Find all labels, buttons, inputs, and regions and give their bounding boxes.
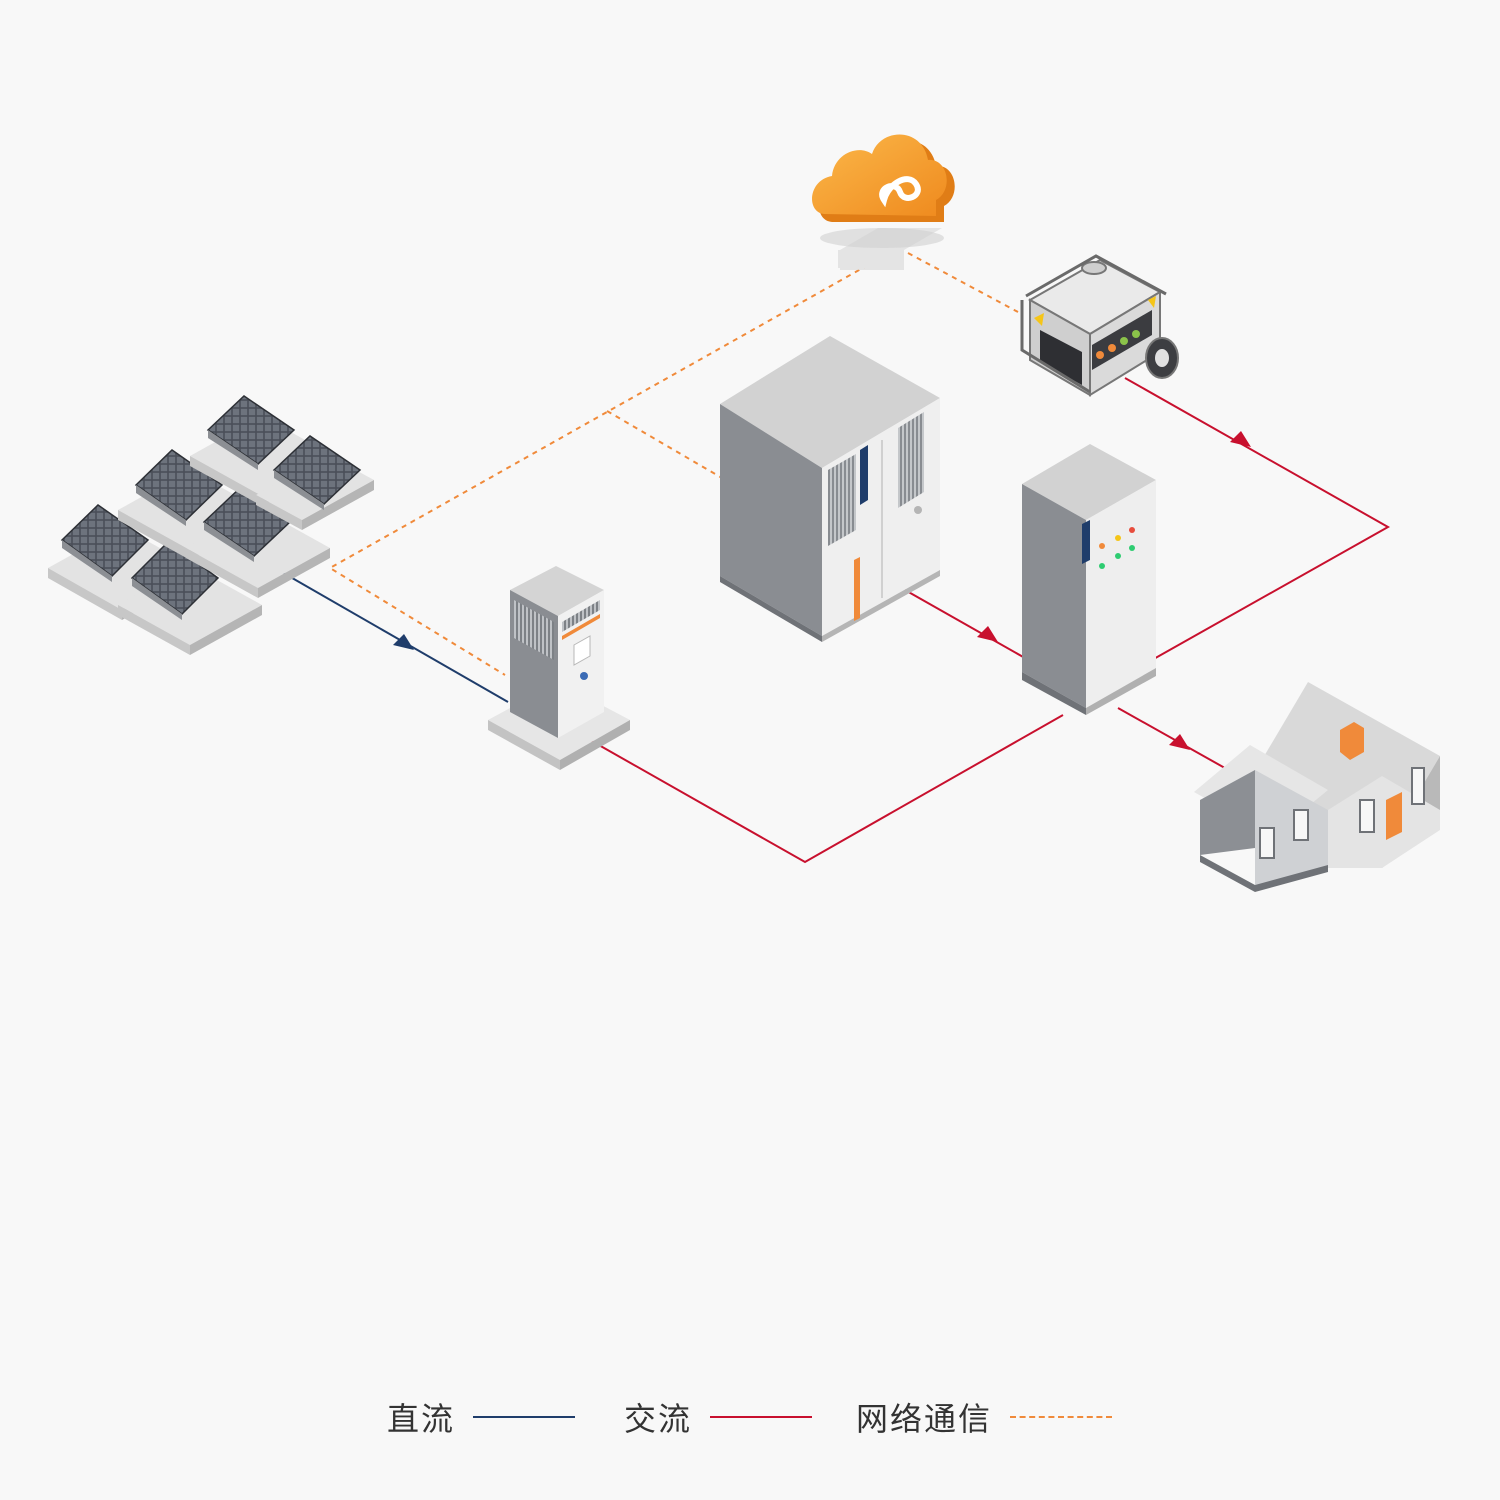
- energy-storage-cabinet-icon: [720, 336, 940, 642]
- legend-network-label: 网络通信: [856, 1400, 993, 1438]
- dc-arrow: [393, 634, 414, 650]
- legend-ac-label: 交流: [624, 1400, 693, 1438]
- ac-arrow-generator: [1230, 431, 1251, 447]
- ac-line-storage: [904, 589, 1033, 663]
- ac-arrow-storage: [977, 626, 998, 642]
- pv-inverter-cabinet-icon: [488, 566, 630, 770]
- legend-dc-label: 直流: [387, 1400, 456, 1438]
- ac-arrow-house: [1169, 734, 1190, 750]
- network-line-branch-to-storage: [606, 410, 723, 479]
- solar-array-icon: [48, 395, 374, 655]
- cloud-platform-icon: [812, 134, 955, 270]
- network-line-cloud-to-pv: [328, 264, 869, 676]
- house-door: [1386, 792, 1402, 840]
- dc-line-solar-to-inverter: [272, 566, 509, 703]
- solar-panel: [256, 435, 374, 530]
- network-line-cloud-to-generator: [907, 252, 1019, 313]
- solar-panel: [118, 541, 262, 655]
- diesel-generator-icon: [1020, 254, 1179, 397]
- solar-panel: [186, 487, 330, 598]
- network-communication-lines: [328, 252, 1019, 676]
- legend-network: 网络通信: [856, 1392, 1113, 1442]
- house-icon: [1194, 682, 1440, 892]
- house-window: [1411, 767, 1425, 805]
- house-window: [1293, 809, 1309, 841]
- house-window: [1359, 799, 1375, 833]
- house-window: [1259, 827, 1275, 859]
- legend-ac-swatch: [710, 1416, 813, 1418]
- legend-dc-swatch: [473, 1416, 576, 1418]
- ac-line-pv-inverter: [589, 714, 1064, 864]
- legend-network-swatch: [1010, 1416, 1113, 1418]
- dc-lines: [272, 566, 509, 703]
- ac-line-generator: [1124, 377, 1391, 666]
- distribution-cabinet-icon: [1022, 444, 1156, 715]
- legend-ac: 交流: [624, 1392, 813, 1442]
- legend-dc: 直流: [387, 1392, 576, 1442]
- flow-arrows: [393, 431, 1251, 750]
